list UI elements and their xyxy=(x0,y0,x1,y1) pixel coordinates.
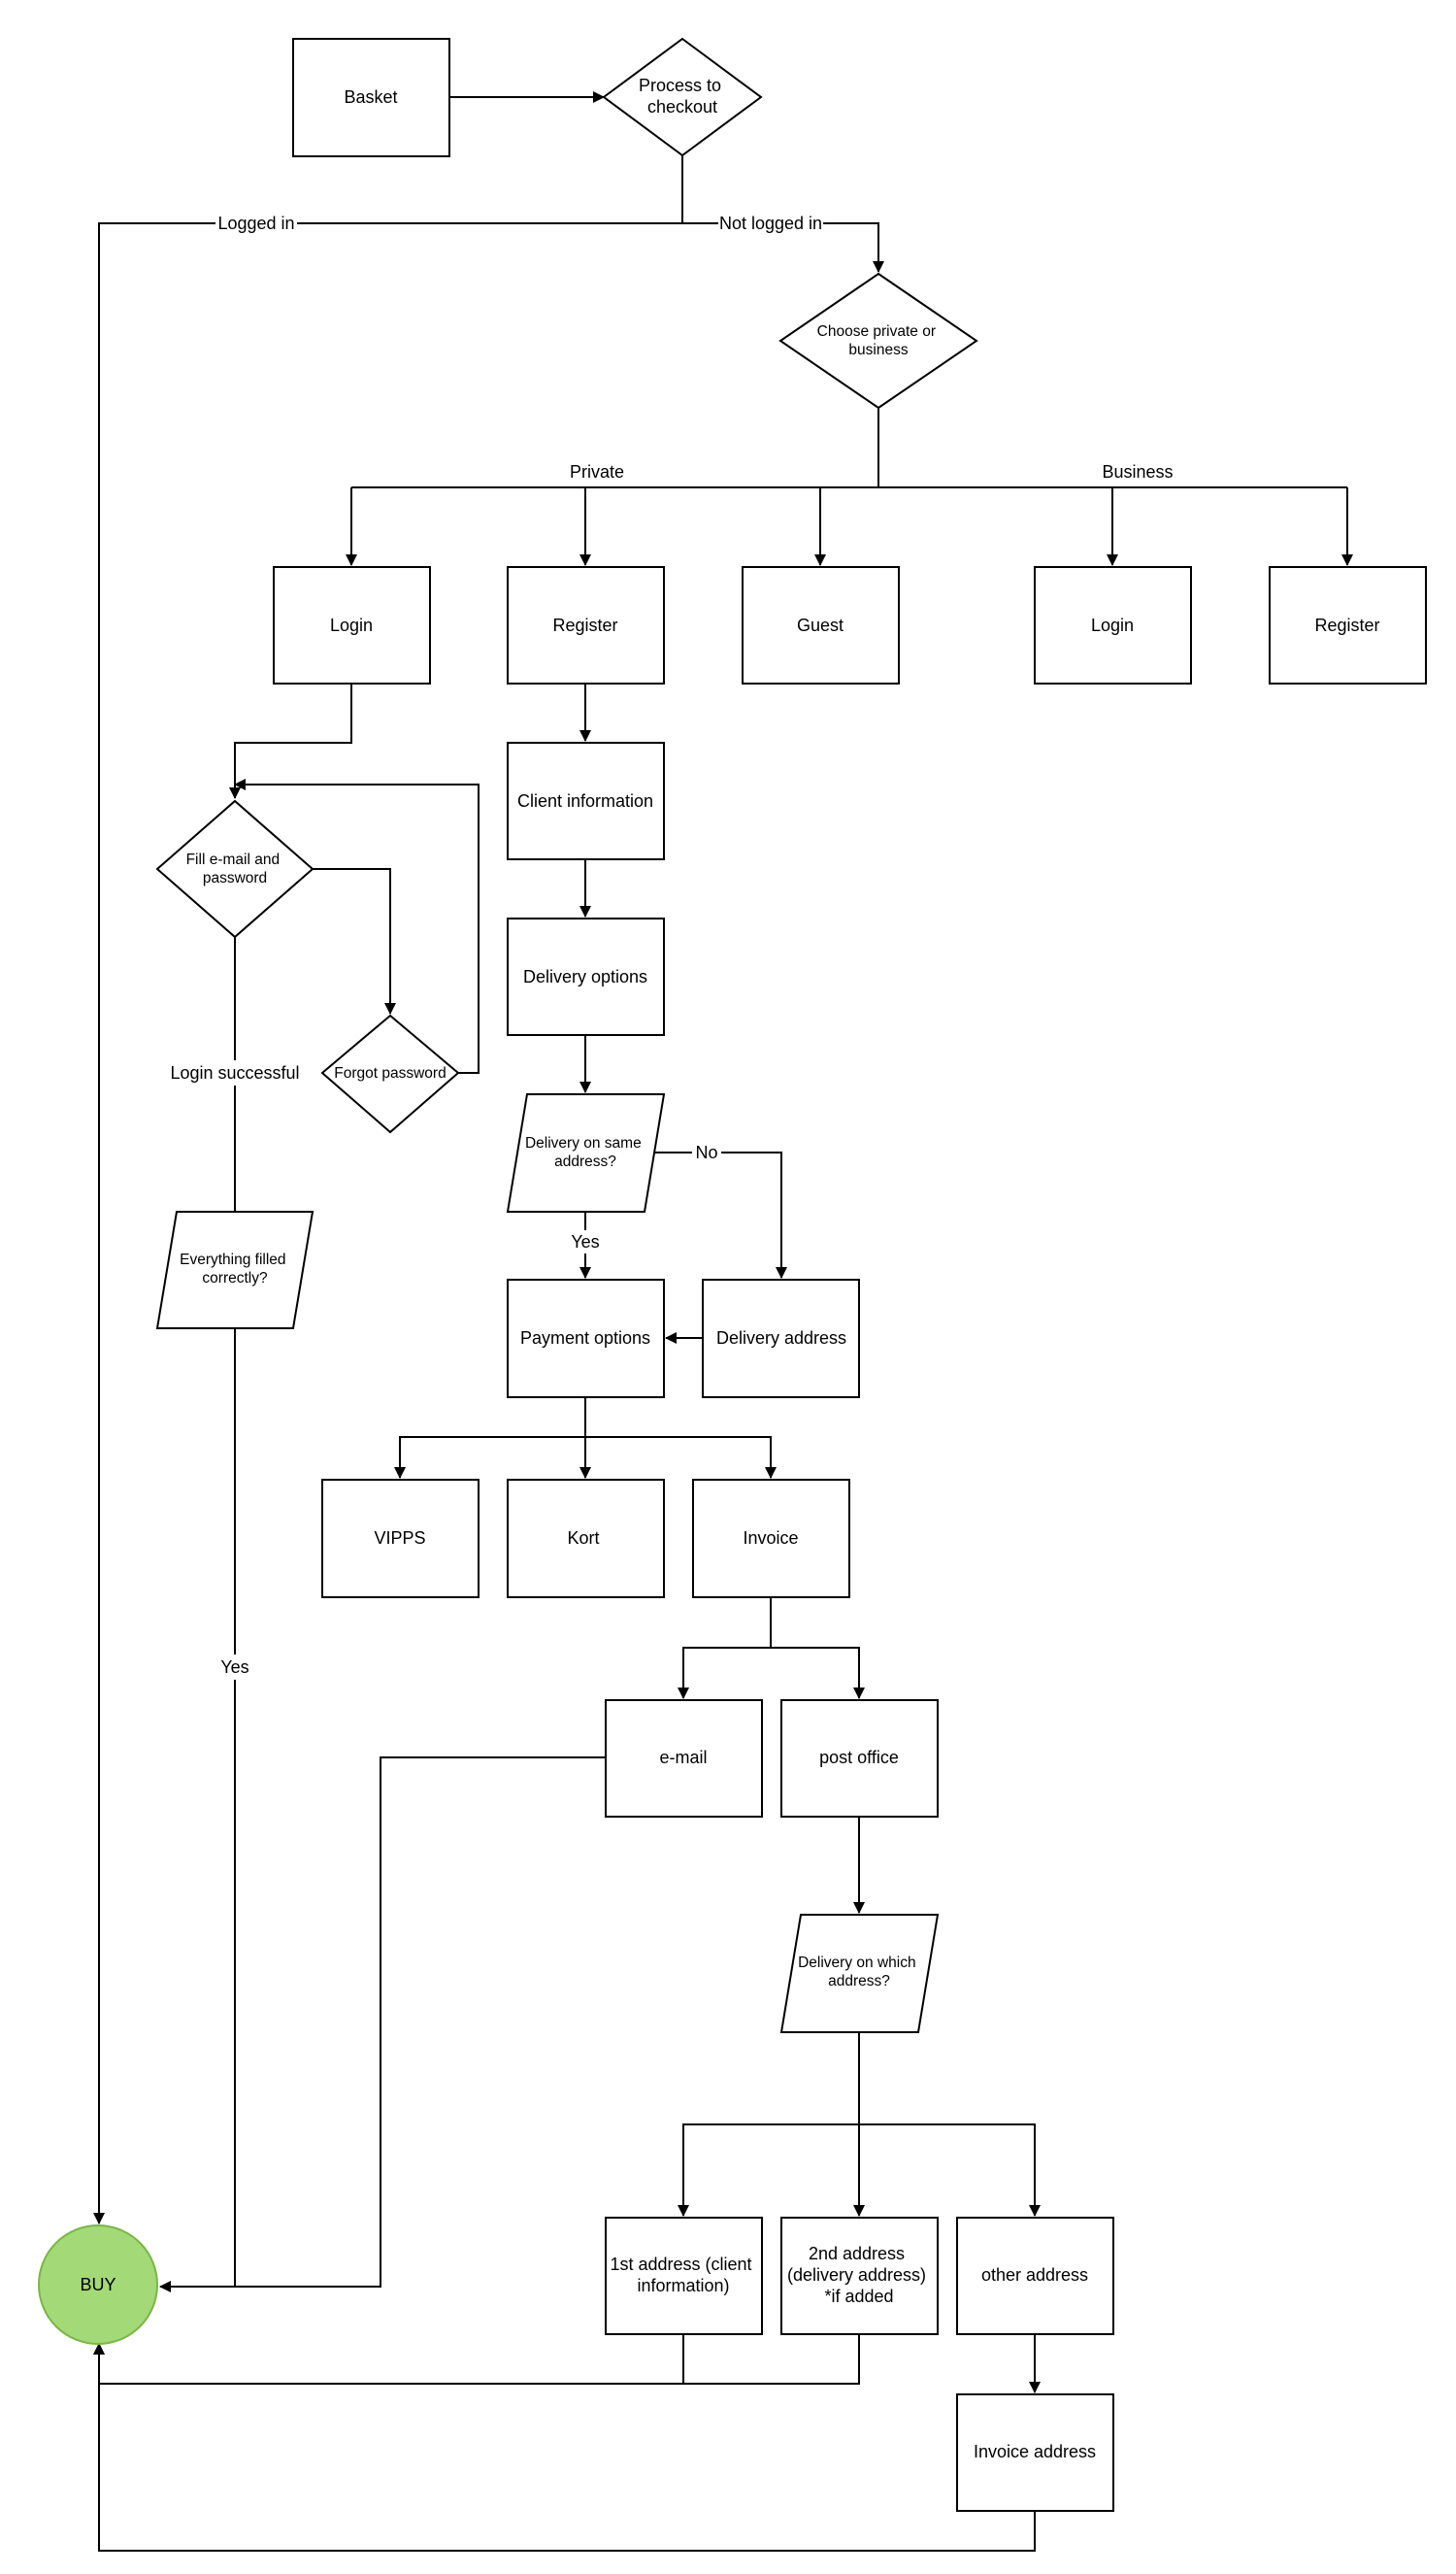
edge-invoice-address-to-buy xyxy=(93,2343,1036,2552)
node-invoice: Invoice xyxy=(692,1479,850,1598)
node-login-private: Login xyxy=(273,566,431,685)
edge-same-no xyxy=(648,1152,787,1279)
node-delivery-options-label: Delivery options xyxy=(523,967,647,986)
node-invoice-address-label: Invoice address xyxy=(974,2442,1096,2461)
label-logged-in: Logged in xyxy=(217,214,294,233)
label-business: Business xyxy=(1102,462,1173,482)
edge-invoice-stem xyxy=(678,1597,772,1699)
node-process-checkout: Process to checkout xyxy=(602,37,763,157)
node-register-business: Register xyxy=(1269,566,1427,685)
node-other-address: other address xyxy=(956,2217,1114,2335)
node-second-address-label: 2nd address (delivery address) *if added xyxy=(787,2244,931,2306)
node-post-office-label: post office xyxy=(819,1748,899,1767)
edge-payment-stem xyxy=(394,1397,586,1479)
node-invoice-label: Invoice xyxy=(743,1528,798,1548)
edge-forgot-back-to-fill xyxy=(234,779,480,1074)
node-choose-private-business: Choose private or business xyxy=(778,272,978,410)
node-vipps-label: VIPPS xyxy=(374,1528,425,1548)
node-choose-private-business-label: Choose private or business xyxy=(817,323,941,358)
node-delivery-which-address-label: Delivery on which address? xyxy=(798,1955,920,1989)
label-no: No xyxy=(695,1143,717,1162)
buy-circle xyxy=(38,2224,158,2345)
node-invoice-address: Invoice address xyxy=(956,2393,1114,2512)
node-fill-email-password: Fill e-mail and password xyxy=(155,799,314,939)
node-buy-label: BUY xyxy=(80,2275,116,2294)
node-kort: Kort xyxy=(507,1479,665,1598)
node-basket: Basket xyxy=(292,38,450,157)
edge-email-to-buy xyxy=(235,1756,606,2288)
edge-fill-to-forgot xyxy=(313,868,396,1015)
node-login-private-label: Login xyxy=(330,616,373,635)
node-email-label: e-mail xyxy=(659,1748,707,1767)
label-not-logged-in: Not logged in xyxy=(719,214,822,233)
edge-labels: Logged in Not logged in Private Business… xyxy=(165,212,1174,1680)
node-payment-options-label: Payment options xyxy=(520,1328,650,1348)
edge-which-to-other xyxy=(859,2123,1041,2217)
node-basket-label: Basket xyxy=(344,87,397,107)
node-second-address: 2nd address (delivery address) *if added xyxy=(780,2217,939,2335)
node-post-office: post office xyxy=(780,1699,939,1818)
node-guest: Guest xyxy=(742,566,900,685)
node-first-address: 1st address (client information) xyxy=(605,2217,763,2335)
node-register-business-label: Register xyxy=(1314,616,1379,635)
node-kort-label: Kort xyxy=(567,1528,599,1548)
edge-login-to-fill xyxy=(229,683,352,799)
node-buy: BUY xyxy=(38,2224,158,2345)
node-first-address-label: 1st address (client information) xyxy=(610,2255,756,2295)
node-payment-options: Payment options xyxy=(507,1279,665,1398)
node-client-information-label: Client information xyxy=(517,791,653,811)
node-delivery-address: Delivery address xyxy=(702,1279,860,1398)
node-delivery-options: Delivery options xyxy=(507,918,665,1036)
node-vipps: VIPPS xyxy=(321,1479,480,1598)
edge-invoice-to-post-office xyxy=(771,1647,865,1699)
nodes: Basket Process to checkout Choose privat… xyxy=(38,37,1427,2512)
edges xyxy=(93,91,1353,2552)
label-login-successful: Login successful xyxy=(170,1063,299,1083)
node-client-information: Client information xyxy=(507,742,665,860)
node-guest-label: Guest xyxy=(797,616,844,635)
edge-logged-in xyxy=(93,222,682,2224)
node-fill-email-password-label: Fill e-mail and password xyxy=(186,852,284,886)
node-delivery-address-label: Delivery address xyxy=(716,1328,846,1348)
node-forgot-password: Forgot password xyxy=(320,1014,460,1134)
edge-payment-to-invoice xyxy=(585,1436,777,1479)
node-register-private-label: Register xyxy=(552,616,617,635)
node-everything-filled-label: Everything filled correctly? xyxy=(180,1252,290,1287)
node-everything-filled: Everything filled correctly? xyxy=(155,1211,314,1329)
node-other-address-label: other address xyxy=(981,2265,1088,2285)
node-login-business: Login xyxy=(1034,566,1192,685)
label-private: Private xyxy=(570,462,624,482)
node-login-business-label: Login xyxy=(1091,616,1134,635)
node-email: e-mail xyxy=(605,1699,763,1818)
edge-which-stem xyxy=(678,2032,860,2217)
edge-addresses-to-buy xyxy=(99,2334,860,2385)
label-yes-login: Yes xyxy=(220,1657,248,1677)
label-yes-delivery: Yes xyxy=(571,1232,599,1252)
node-register-private: Register xyxy=(507,566,665,685)
node-process-checkout-label: Process to checkout xyxy=(639,76,726,117)
node-delivery-same-address-label: Delivery on same address? xyxy=(525,1135,645,1170)
node-delivery-same-address: Delivery on same address? xyxy=(506,1093,666,1213)
node-delivery-which-address: Delivery on which address? xyxy=(779,1914,940,2033)
node-forgot-password-label: Forgot password xyxy=(334,1065,446,1082)
